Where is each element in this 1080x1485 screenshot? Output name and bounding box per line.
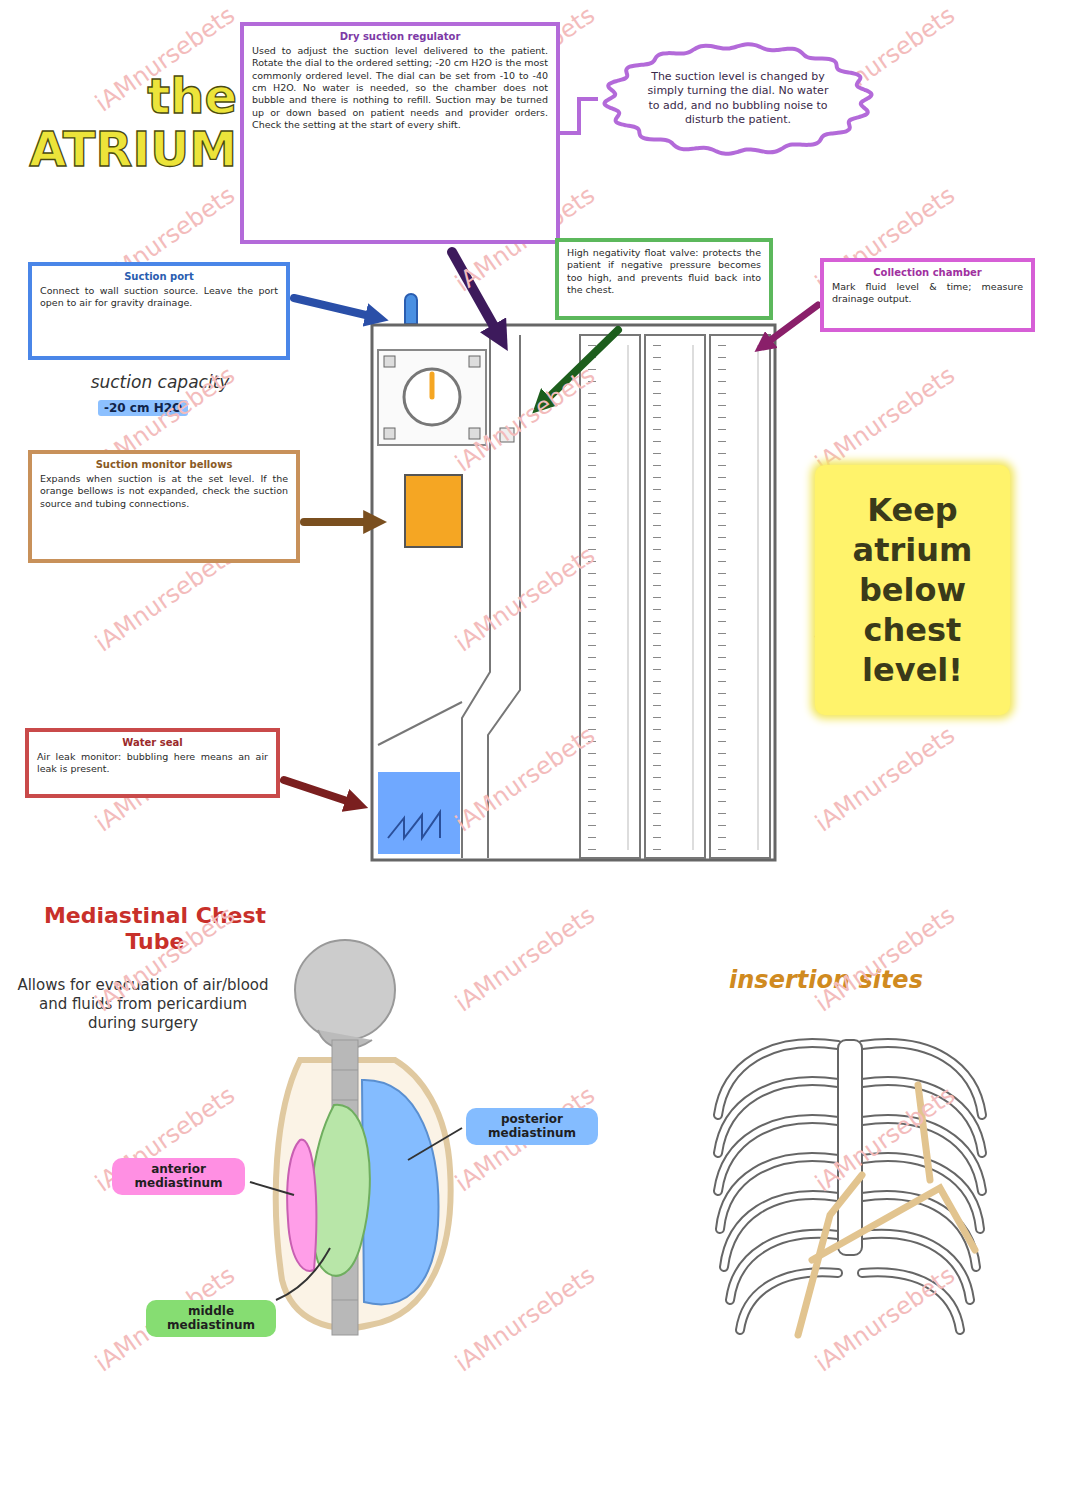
scale-ticks (718, 345, 726, 850)
dial-panel (378, 350, 486, 445)
leader-arrow (768, 305, 818, 342)
cloud-outline (604, 44, 871, 154)
box-text: Connect to wall suction source. Leave th… (40, 285, 278, 310)
chest-tube (812, 1188, 975, 1260)
drainage-unit (372, 294, 775, 860)
watermark: iAMnursebets (439, 1253, 611, 1385)
vertebra (332, 1070, 358, 1071)
leader-line (276, 1248, 330, 1300)
box-text: posterior mediastinum (472, 1112, 592, 1141)
box-text: Expands when suction is at the set level… (40, 473, 288, 510)
dial-mark (384, 428, 395, 439)
callout-box: Dry suction regulatorUsed to adjust the … (240, 22, 560, 244)
collection-column (710, 335, 770, 858)
callout-box: High negativity float valve: protects th… (555, 238, 773, 320)
connector (560, 99, 598, 133)
watermark: iAMnursebets (799, 713, 971, 845)
box-text: middle mediastinum (152, 1304, 270, 1333)
suction-dial (404, 369, 460, 425)
torso-figure (250, 940, 462, 1335)
box-text: High negativity float valve: protects th… (567, 247, 761, 296)
column-line (758, 345, 759, 850)
leader-arrow (284, 780, 350, 802)
leader-arrow (304, 518, 368, 526)
box-heading: Suction monitor bellows (40, 459, 288, 470)
leader-arrow (294, 298, 370, 316)
watermark: iAMnursebets (799, 893, 971, 1025)
suction-port (405, 294, 417, 324)
unit-housing (372, 325, 775, 860)
chamber-wall (462, 335, 490, 858)
box-heading: Suction port (40, 271, 278, 282)
box-text: anterior mediastinum (118, 1162, 239, 1191)
region-tag: posterior mediastinum (466, 1108, 598, 1145)
middle-region (311, 1105, 370, 1276)
chamber-wall (378, 702, 462, 745)
box-text: The suction level is changed by simply t… (644, 70, 832, 127)
column-line (628, 345, 629, 850)
scale-ticks (653, 345, 661, 850)
callout-box: Suction monitor bellowsExpands when suct… (28, 450, 300, 563)
dial-mark (384, 356, 395, 367)
scale-ticks (588, 345, 596, 850)
box-text: Used to adjust the suction level deliver… (252, 45, 548, 131)
water-seal-fluid (378, 772, 460, 854)
dial-mark (469, 356, 480, 367)
posterior-region (362, 1080, 438, 1304)
box-text: Keep atrium below chest level! (825, 490, 1000, 690)
region-tag: anterior mediastinum (112, 1158, 245, 1195)
box-text: Air leak monitor: bubbling here means an… (37, 751, 268, 776)
leader-line (250, 1182, 294, 1195)
skull (295, 940, 395, 1040)
chest-tube (798, 1175, 862, 1335)
vertebra (332, 1300, 358, 1301)
anterior-region (287, 1140, 316, 1271)
leader-arrows (284, 252, 818, 802)
column-line (693, 345, 694, 850)
callout-box: Collection chamberMark fluid level & tim… (820, 258, 1035, 332)
vertebra (332, 1100, 358, 1101)
dial-pointer (430, 374, 435, 397)
watermark: iAMnursebets (439, 893, 611, 1025)
note-cloud: The suction level is changed by simply t… (598, 38, 878, 160)
region-tag: middle mediastinum (146, 1300, 276, 1337)
callout-box: Suction portConnect to wall suction sour… (28, 262, 290, 360)
collection-column (645, 335, 705, 858)
suction-bellows (405, 475, 462, 547)
leader-line (408, 1128, 462, 1160)
warning-note: Keep atrium below chest level! (815, 465, 1010, 715)
torso-outline (276, 1060, 451, 1328)
box-text: Mark fluid level & time; measure drainag… (832, 281, 1023, 306)
box-heading: Collection chamber (832, 267, 1023, 278)
collection-column (580, 335, 640, 858)
box-heading: Water seal (37, 737, 268, 748)
callout-box: Water sealAir leak monitor: bubbling her… (25, 728, 280, 798)
air-leak-monitor (388, 812, 440, 838)
box-heading: Dry suction regulator (252, 31, 548, 42)
